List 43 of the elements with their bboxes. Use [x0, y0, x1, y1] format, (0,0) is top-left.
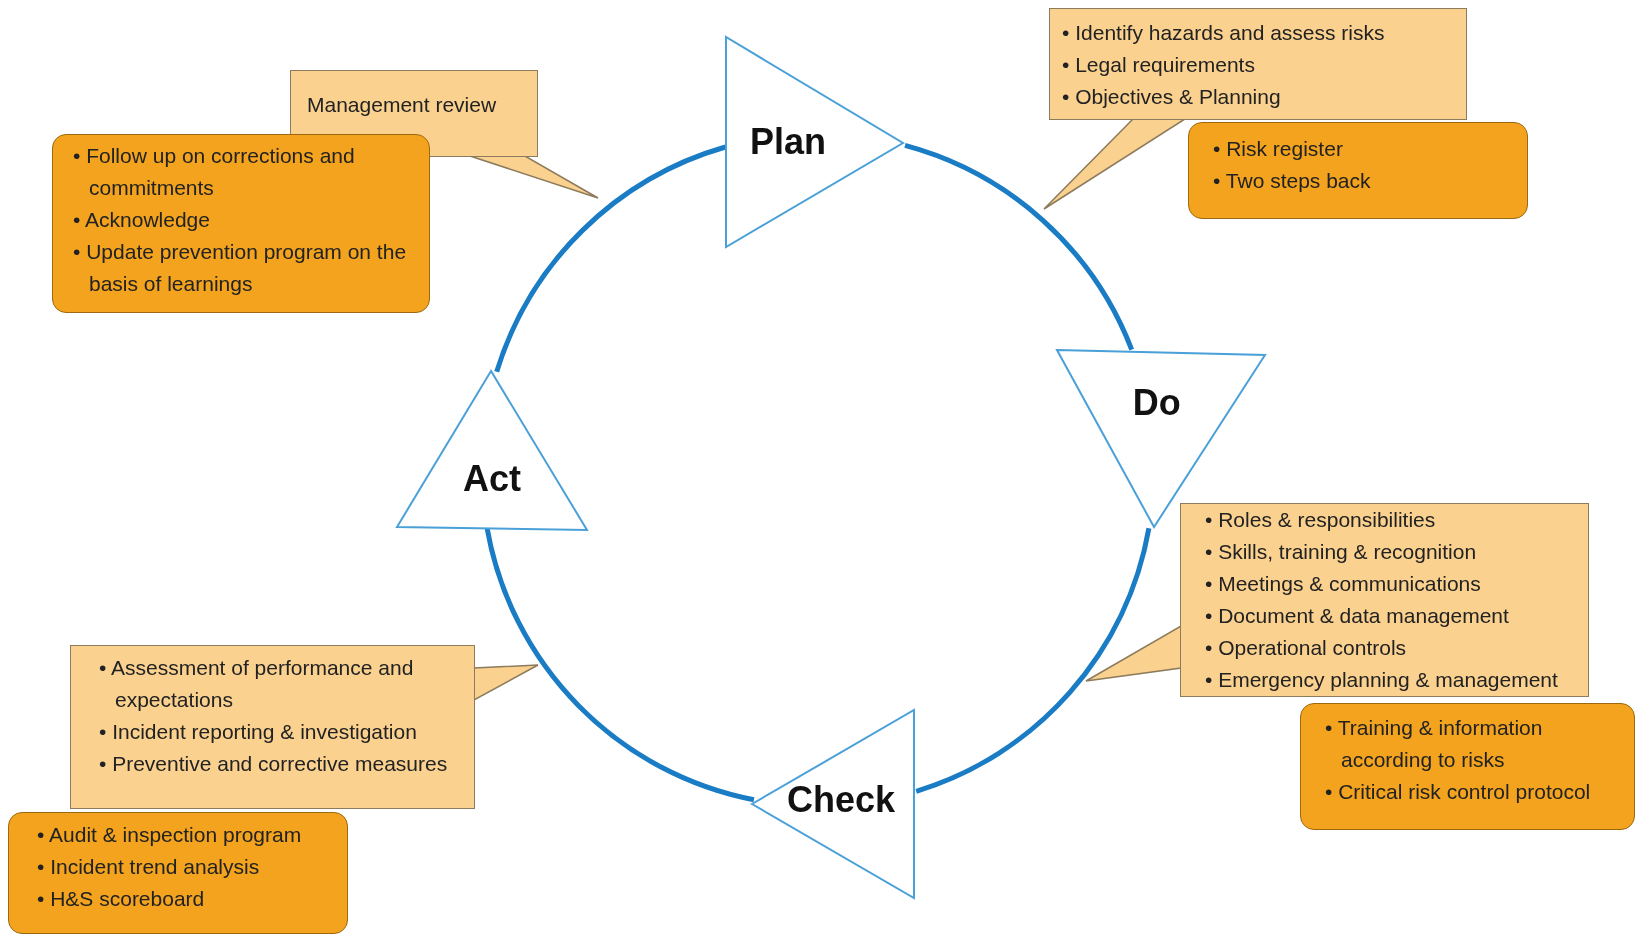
- cycle-arc: [915, 527, 1152, 794]
- triangle-marker: [752, 710, 914, 898]
- phase-label: Do: [1132, 382, 1181, 425]
- bullet-item: • Acknowledge: [73, 207, 211, 233]
- callout-box: [1300, 703, 1635, 830]
- triangle-marker: [397, 371, 587, 530]
- cycle-arc: [904, 143, 1134, 351]
- callout-box: [52, 134, 430, 313]
- bullet-item: • Critical risk control protocol: [1325, 779, 1592, 805]
- callout-pointer: [470, 156, 598, 198]
- bullet-item: • Meetings & communications: [1205, 571, 1482, 597]
- bullet-item: • Preventive and corrective measures: [99, 751, 449, 777]
- bullet-item: • Legal requirements: [1062, 52, 1256, 78]
- callout-box: [1188, 122, 1528, 219]
- triangle-marker: [726, 37, 903, 247]
- bullet-item: • Identify hazards and assess risks: [1062, 20, 1386, 46]
- phase-label: Check: [787, 779, 896, 822]
- bullet-item: • Two steps back: [1213, 168, 1372, 194]
- bullet-item: • H&S scoreboard: [37, 886, 206, 912]
- callout-box: [70, 645, 475, 809]
- callout-pointer: [474, 665, 538, 700]
- bullet-item: • Skills, training & recognition: [1205, 539, 1478, 565]
- bullet-item: • Follow up on corrections and commitments: [73, 143, 356, 201]
- bullet-item: • Risk register: [1213, 136, 1344, 162]
- callout-box: [1180, 503, 1589, 697]
- bullet-item: • Incident reporting & investigation: [99, 719, 418, 745]
- callout-pointer: [1044, 119, 1185, 209]
- bullet-item: • Incident trend analysis: [37, 854, 261, 880]
- cycle-arc: [494, 144, 727, 373]
- bullet-item: • Training & information according to risks: [1325, 715, 1544, 773]
- bullet-item: • Update prevention program on the basis of learnings: [73, 239, 408, 297]
- bullet-item: • Document & data management: [1205, 603, 1510, 629]
- callout-pointer: [1086, 626, 1181, 681]
- callout-text: Management review: [307, 92, 498, 118]
- phase-label: Plan: [749, 121, 826, 163]
- bullet-item: • Emergency planning & management: [1205, 667, 1559, 693]
- bullet-item: • Audit & inspection program: [37, 822, 303, 848]
- bullet-item: • Objectives & Planning: [1062, 84, 1282, 110]
- bullet-item: • Assessment of performance and expectations: [99, 655, 415, 713]
- bullet-item: • Operational controls: [1205, 635, 1408, 661]
- bullet-item: • Roles & responsibilities: [1205, 507, 1437, 533]
- callout-box: [8, 812, 348, 934]
- phase-label: Act: [463, 458, 521, 501]
